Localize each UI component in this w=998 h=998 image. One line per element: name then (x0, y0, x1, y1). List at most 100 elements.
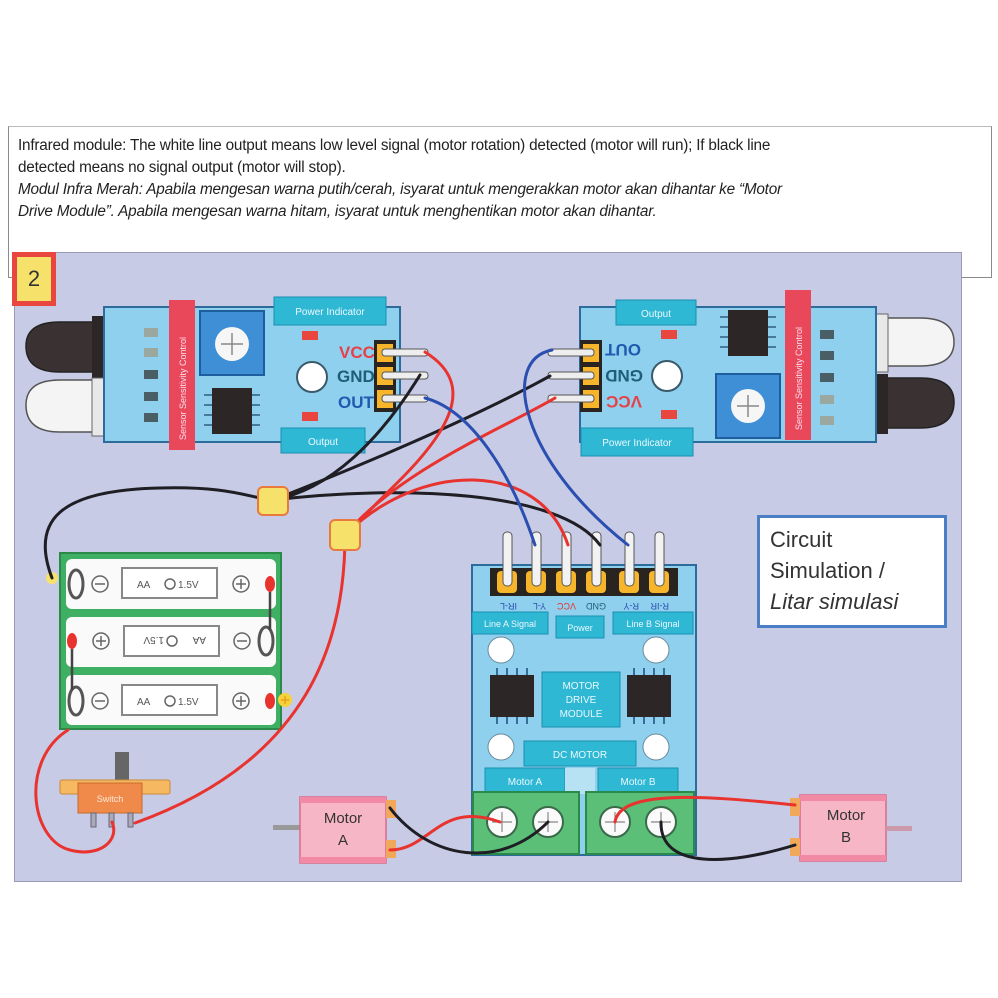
cell-voltage: 1.5V (178, 580, 199, 591)
driver-title-3: MODULE (560, 709, 603, 720)
wire-red[interactable] (343, 478, 570, 547)
wire-black[interactable] (43, 373, 422, 580)
junction-ground[interactable] (257, 486, 289, 516)
motor-b-letter: B (841, 829, 851, 846)
battery-pack: AA 1.5V AA 1.5V AA (46, 552, 292, 730)
sensitivity-strip (169, 300, 195, 450)
wire-red[interactable] (343, 396, 557, 537)
minus-icon (91, 575, 109, 593)
switch-label: Switch (97, 794, 124, 804)
caption-line-1: Circuit (770, 527, 833, 552)
driver-title-2: DRIVE (566, 695, 597, 706)
driver-pin-label: R-Y (624, 601, 640, 611)
driver-chip-left (490, 668, 534, 724)
pin-label-gnd: GND (337, 367, 375, 386)
output-led (661, 330, 677, 339)
ir-receiver-white (879, 317, 955, 367)
driver-pin[interactable] (624, 531, 635, 587)
spring-terminal (257, 625, 275, 657)
motor-a-title: Motor (324, 810, 362, 827)
driver-pin-label: R-IR (650, 601, 669, 611)
spring-terminal (67, 568, 85, 600)
switch-lever[interactable] (115, 752, 129, 782)
wire-red[interactable] (388, 815, 502, 852)
terminal-block-a (472, 791, 580, 855)
positive-terminal (265, 576, 275, 592)
ir-emitter-black (879, 377, 955, 429)
caption-line-2: Simulation / (770, 558, 885, 583)
plus-icon (221, 333, 243, 355)
wire-red[interactable] (34, 728, 116, 854)
battery-cell-3: AA 1.5V (66, 675, 276, 725)
cell-type: AA (192, 634, 206, 645)
motor-a-letter: A (338, 832, 348, 849)
driver-pin-label: GND (586, 601, 607, 611)
comparator-chip (720, 310, 776, 356)
wire-blue[interactable] (523, 348, 630, 547)
wires (34, 348, 797, 861)
note-line-2: detected means no signal output (motor w… (18, 159, 346, 176)
output-label-bg (280, 427, 366, 454)
step-number-badge: 2 (12, 252, 56, 306)
driver-pin-label: VCC (556, 601, 576, 611)
plus-icon (92, 632, 110, 650)
sensitivity-label: Sensor Sensitivity Control (178, 337, 188, 440)
plus-icon (737, 395, 759, 417)
wire-red[interactable] (613, 795, 797, 824)
ir-emitter-black (25, 321, 101, 373)
pin-label-gnd-r: GND (605, 366, 643, 385)
driver-pin-header (490, 568, 678, 596)
battery-cell-1: AA 1.5V (66, 559, 276, 609)
motor-a-label: Motor A (508, 777, 543, 788)
wire-black[interactable] (271, 491, 602, 547)
comparator-chip (204, 388, 260, 434)
output-label: Output (308, 437, 338, 448)
positive-terminal (67, 633, 77, 649)
motor-b: Motor B (790, 794, 912, 862)
wire-black[interactable] (271, 374, 552, 502)
motor-a: Motor A (273, 796, 396, 864)
positive-terminal (265, 693, 275, 709)
driver-title-1: MOTOR (562, 681, 599, 692)
driver-pins[interactable] (497, 531, 669, 593)
spring-terminal (67, 685, 85, 717)
ir-receiver-white (25, 379, 101, 433)
wire-black[interactable] (388, 806, 550, 855)
wire-black[interactable] (659, 820, 797, 861)
motor-terminal[interactable] (790, 798, 800, 816)
cell-type: AA (137, 580, 151, 591)
motor-shaft (273, 825, 301, 830)
plus-icon (232, 692, 250, 710)
pin-label-vcc-r: VCC (606, 392, 642, 411)
sensitivity-strip (785, 290, 811, 440)
note-line-1: Infrared module: The white line output m… (18, 137, 771, 154)
power-indicator-label-bg (273, 296, 387, 326)
wire-red[interactable] (133, 533, 347, 825)
driver-pin[interactable] (654, 531, 665, 587)
wire-blue[interactable] (423, 396, 537, 547)
output-led (302, 412, 318, 421)
cell-voltage: 1.5V (178, 697, 199, 708)
motor-shaft (886, 826, 912, 831)
motor-b-label: Motor B (620, 777, 655, 788)
slide-switch[interactable]: Switch (59, 752, 171, 828)
mounting-hole (642, 733, 670, 761)
driver-chip-right (627, 668, 671, 724)
header-pins[interactable] (377, 344, 429, 408)
note-line-4: Drive Module”. Apabila mengesan warna hi… (18, 203, 657, 220)
plus-icon (232, 575, 250, 593)
driver-pin[interactable] (502, 531, 513, 587)
junction-vcc[interactable] (329, 519, 361, 551)
minus-icon (91, 692, 109, 710)
mounting-hole (487, 636, 515, 664)
battery-cell-2: AA 1.5V (66, 617, 276, 667)
pin-label-out-r: OUT (605, 340, 642, 359)
power-led (302, 331, 318, 340)
power-indicator-label-bg (580, 427, 694, 457)
line-b-signal-label: Line B Signal (626, 619, 679, 629)
motor-terminal[interactable] (790, 838, 800, 856)
output-label: Output (641, 309, 671, 320)
dc-motor-label: DC MOTOR (553, 750, 607, 761)
